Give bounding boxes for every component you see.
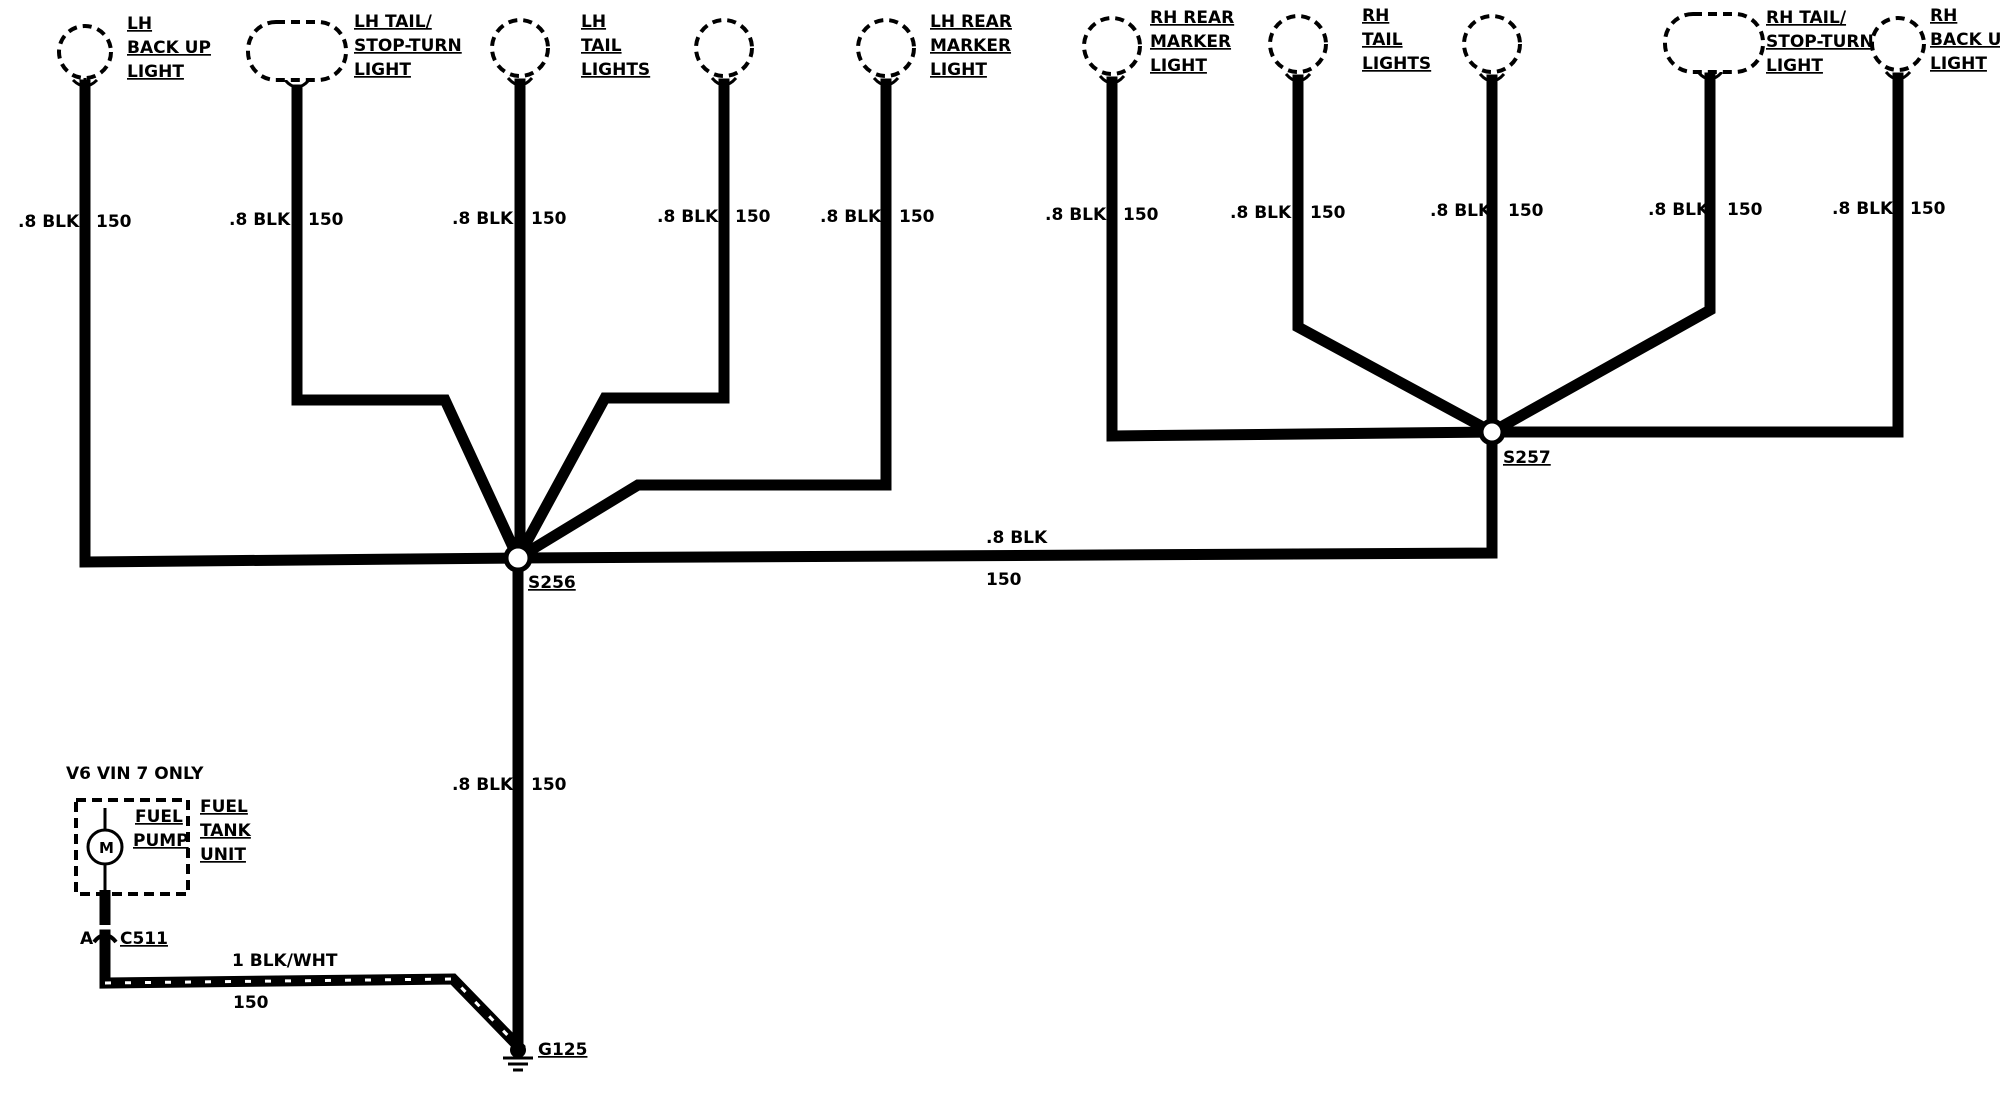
rh-back-up-label-2: BACK UP — [1930, 30, 2000, 50]
wire-lh-tail-stop-turn — [291, 84, 526, 566]
wire-color-label: .8 BLK — [229, 210, 291, 230]
fuel-tank-label-line3: UNIT — [200, 845, 246, 865]
splice-s256-label: S256 — [528, 573, 576, 593]
ground-label: G125 — [538, 1040, 587, 1060]
wire-color-label: .8 BLK — [1648, 200, 1710, 220]
wire-lh-back-up — [79, 79, 524, 568]
rh-rear-marker-label-2: MARKER — [1150, 32, 1231, 52]
rh-back-up-label-3: LIGHT — [1930, 54, 1987, 74]
rh-tail-stop-turn-light-bulb — [1663, 12, 1765, 81]
wire-s256-s257 — [512, 426, 1498, 564]
connector-c511-icon — [92, 933, 118, 944]
rh-tail-light-bulb-1 — [1268, 14, 1328, 83]
rh-rear-marker-label-3: LIGHT — [1150, 56, 1207, 76]
wire-lh-tail-lights-2 — [510, 78, 730, 566]
fuel-tank-unit-box — [74, 798, 190, 896]
pump-wire-color-label: 1 BLK/WHT — [232, 951, 338, 971]
lh-rear-marker-label-2: MARKER — [930, 36, 1011, 56]
connector-name-label: C511 — [120, 929, 168, 949]
component-labels: LH BACK UP LIGHT LH TAIL/ STOP-TURN LIGH… — [127, 6, 2000, 82]
ground-g125: G125 — [503, 1040, 587, 1072]
wire-circuit-label: 150 — [1910, 199, 1946, 219]
fuel-pump-label-line1: FUEL — [135, 807, 183, 827]
rh-back-up-label-1: RH — [1930, 6, 1957, 26]
lh-back-up-label-3: LIGHT — [127, 62, 184, 82]
wire-color-label: .8 BLK — [657, 207, 719, 227]
fuel-tank-label-line2: TANK — [200, 821, 252, 841]
wire-rh-tail-lights-1 — [1292, 74, 1500, 440]
wire-color-label: .8 BLK — [1430, 201, 1492, 221]
wire-color-label: .8 BLK — [1832, 199, 1894, 219]
wire-color-label: .8 BLK — [1045, 205, 1107, 225]
trunk-wire-circuit-label: 150 — [986, 570, 1022, 590]
lamps — [57, 12, 1926, 90]
wire-rh-tail-stop-turn — [1484, 72, 1716, 440]
rh-rear-marker-label-1: RH REAR — [1150, 8, 1234, 28]
lh-tail-stop-turn-label-2: STOP-TURN — [354, 36, 462, 56]
fuel-tank-unit: V6 VIN 7 ONLY M FUEL PUMP FUEL TANK UNIT… — [66, 764, 338, 1013]
splice-s256: S256 — [503, 543, 576, 593]
connector-pin-label: A — [80, 929, 94, 949]
lh-rear-marker-label-3: LIGHT — [930, 60, 987, 80]
wire-circuit-label: 150 — [899, 207, 935, 227]
option-note: V6 VIN 7 ONLY — [66, 764, 204, 784]
pump-wire-circuit-label: 150 — [233, 993, 269, 1013]
wire-color-label: .8 BLK — [452, 209, 514, 229]
lh-rear-marker-light-bulb — [856, 18, 916, 87]
wire-circuit-label: 150 — [96, 212, 132, 232]
lh-tail-stop-turn-label-1: LH TAIL/ — [354, 12, 433, 32]
wire-circuit-label: 150 — [1123, 205, 1159, 225]
wire-rh-back-up — [1486, 72, 1904, 438]
wire-lh-rear-marker — [510, 78, 892, 566]
lh-tail-lights-label-2: TAIL — [581, 36, 622, 56]
lh-back-up-light-bulb — [57, 24, 113, 90]
lh-tail-stop-turn-label-3: LIGHT — [354, 60, 411, 80]
rh-tail-lights-label-3: LIGHTS — [1362, 54, 1431, 74]
rh-back-up-light-bulb — [1870, 16, 1926, 81]
rh-tail-lights-label-1: RH — [1362, 6, 1389, 26]
rh-tail-lights-label-2: TAIL — [1362, 30, 1403, 50]
splice-s257-label: S257 — [1503, 448, 1551, 468]
wire-circuit-label: 150 — [735, 207, 771, 227]
rh-tail-stop-turn-label-3: LIGHT — [1766, 56, 1823, 76]
wire-circuit-label: 150 — [1727, 200, 1763, 220]
splice-s257: S257 — [1478, 418, 1551, 468]
lh-back-up-label-2: BACK UP — [127, 38, 211, 58]
fuel-pump-motor-icon — [86, 828, 124, 866]
wires — [79, 72, 1904, 1054]
lh-rear-marker-label-1: LH REAR — [930, 12, 1012, 32]
lh-tail-light-bulb-1 — [490, 18, 550, 87]
rh-tail-stop-turn-label-2: STOP-TURN — [1766, 32, 1874, 52]
trunk-wire-color-label: .8 BLK — [986, 528, 1048, 548]
lh-back-up-label-1: LH — [127, 14, 152, 34]
wire-fuel-pump-g125 — [99, 929, 526, 1054]
wire-circuit-label: 150 — [1508, 201, 1544, 221]
wire-color-label: .8 BLK — [1230, 203, 1292, 223]
wire-circuit-label: 150 — [531, 209, 567, 229]
lh-tail-lights-label-1: LH — [581, 12, 606, 32]
ground-wire-circuit-label: 150 — [531, 775, 567, 795]
wire-color-label: .8 BLK — [820, 207, 882, 227]
lh-tail-light-bulb-2 — [694, 18, 754, 87]
wire-labels: .8 BLK 150 .8 BLK 150 .8 BLK 150 .8 BLK … — [18, 199, 1946, 795]
fuel-pump-label-line2: PUMP — [133, 831, 189, 851]
wire-circuit-label: 150 — [1310, 203, 1346, 223]
wire-color-label: .8 BLK — [18, 212, 80, 232]
motor-symbol-label: M — [99, 839, 114, 857]
fuel-tank-label-line1: FUEL — [200, 797, 248, 817]
ground-wire-color-label: .8 BLK — [452, 775, 514, 795]
rh-rear-marker-light-bulb — [1082, 16, 1142, 85]
wire-rh-rear-marker — [1106, 76, 1498, 442]
wire-circuit-label: 150 — [308, 210, 344, 230]
lh-tail-stop-turn-light-bulb — [246, 20, 348, 89]
rh-tail-stop-turn-label-1: RH TAIL/ — [1766, 8, 1847, 28]
lh-tail-lights-label-3: LIGHTS — [581, 60, 650, 80]
rh-tail-light-bulb-2 — [1462, 14, 1522, 83]
